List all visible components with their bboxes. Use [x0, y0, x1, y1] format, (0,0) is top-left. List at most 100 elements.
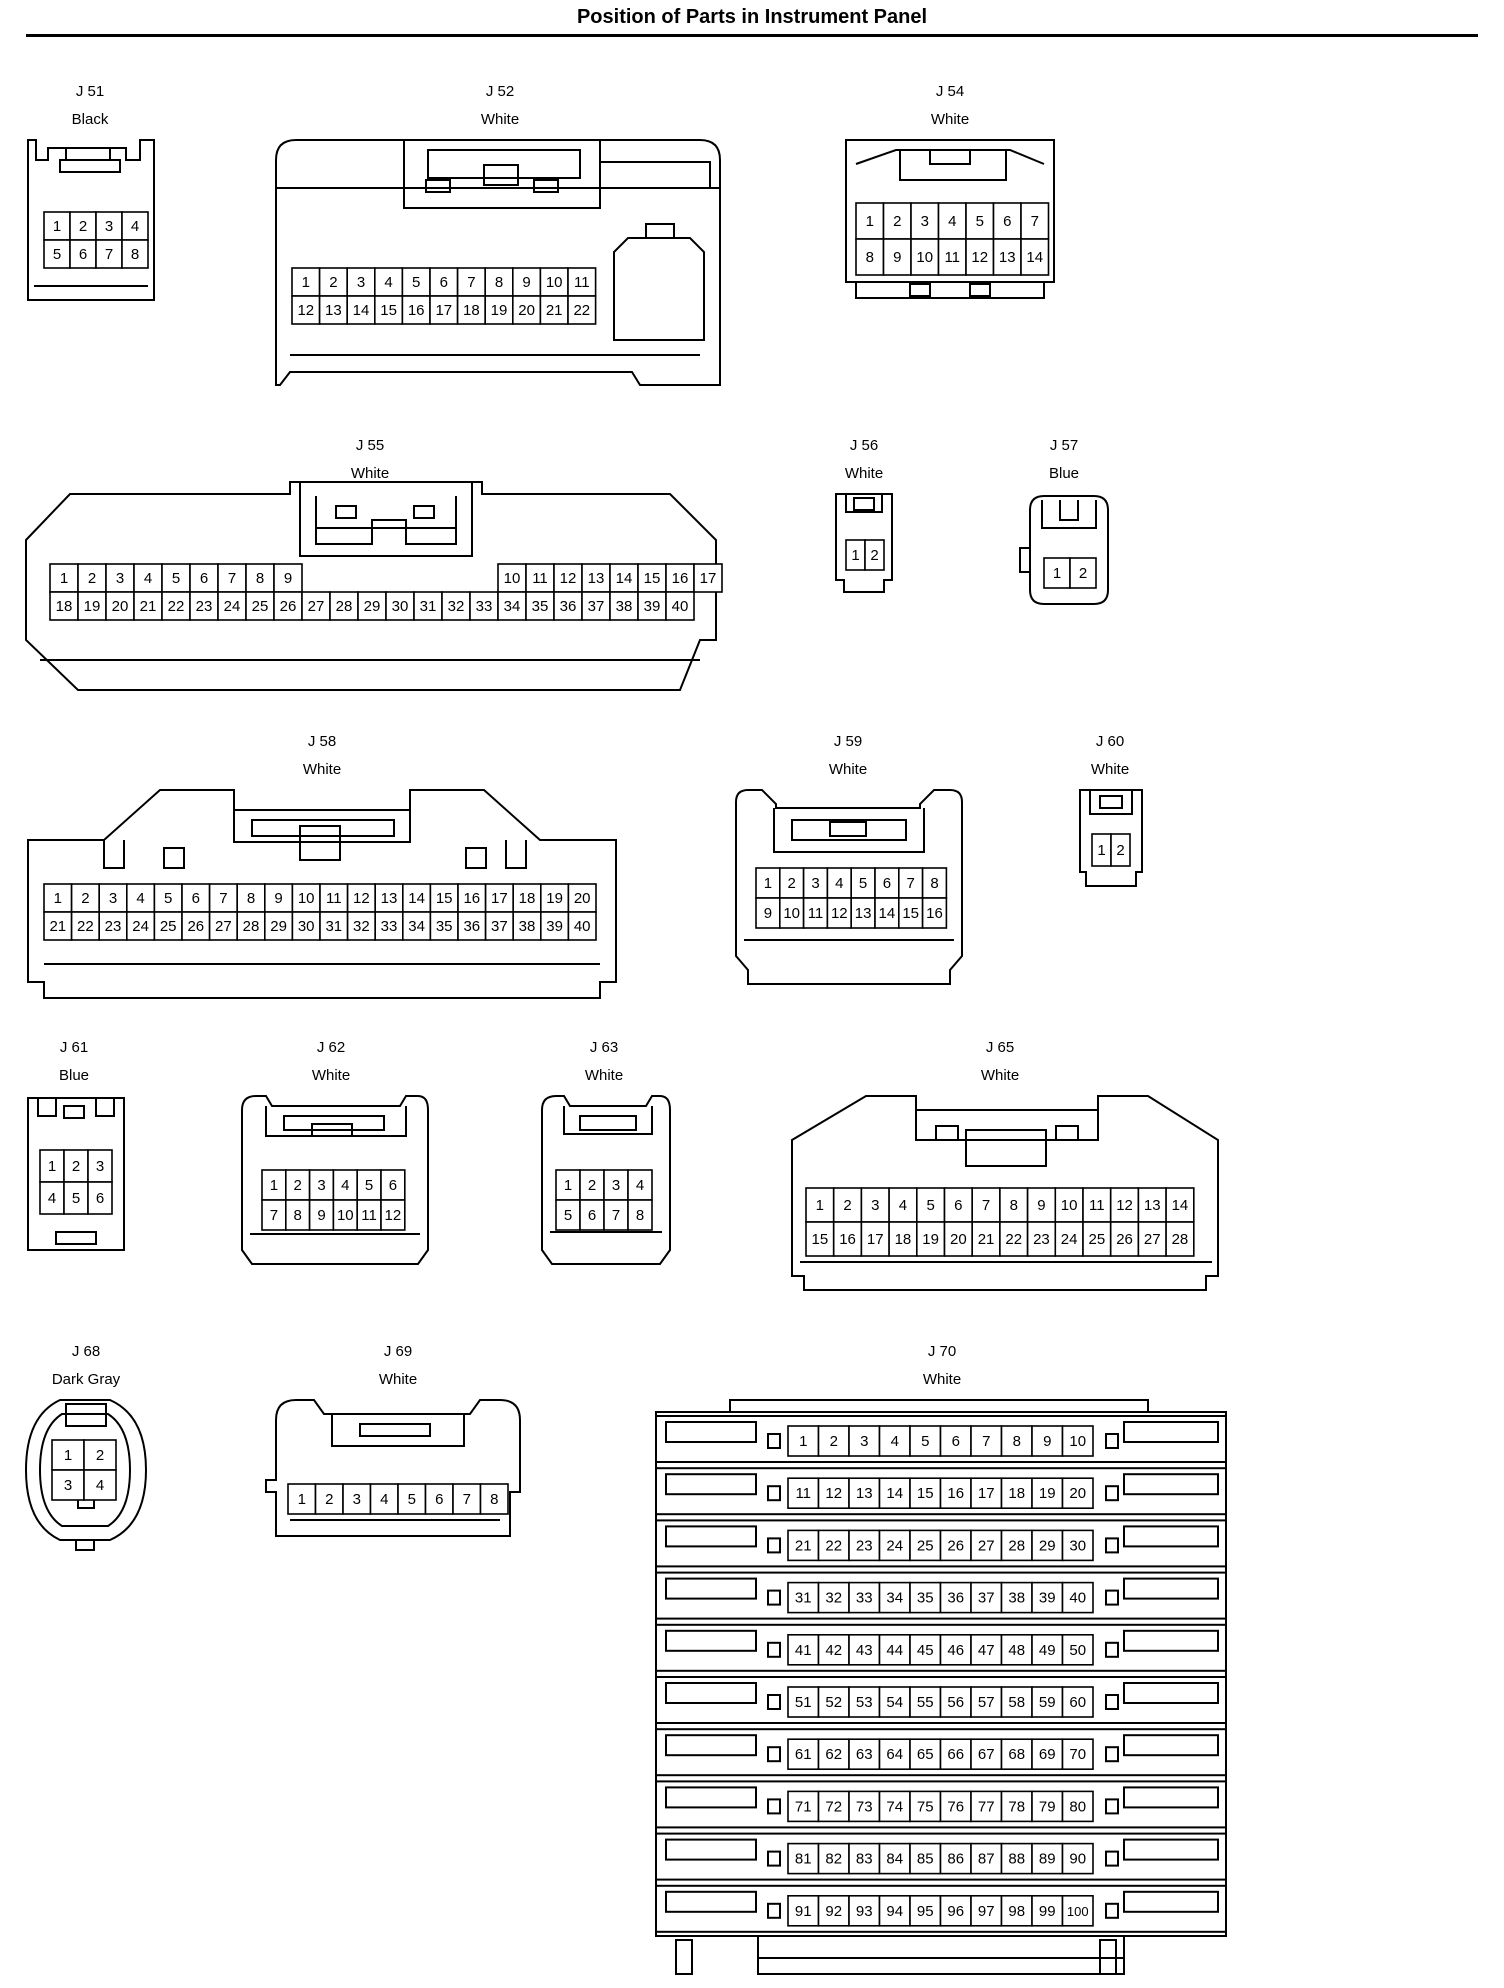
pin-cavity [208, 911, 239, 941]
pin-number: 21 [49, 918, 66, 935]
pin-number: 11 [944, 249, 960, 266]
pin-number: 2 [830, 1433, 838, 1450]
pin-number: 8 [131, 246, 139, 263]
connector-id-j57: J 57 [1050, 437, 1078, 454]
pin-cavity [909, 1425, 942, 1457]
pin-number: 21 [978, 1231, 995, 1248]
pin-number: 14 [1026, 249, 1043, 266]
pin-cavity [992, 238, 1022, 276]
pin-number: 5 [926, 1197, 934, 1214]
pin-cavity [457, 911, 487, 941]
pin-number: 16 [463, 890, 480, 907]
pin-number: 40 [672, 598, 689, 615]
pin-number: 37 [491, 918, 508, 935]
pin-cavity [380, 1199, 406, 1231]
pin-number: 2 [294, 1177, 302, 1194]
pin-cavity [49, 563, 79, 593]
latch-block [1123, 1682, 1219, 1704]
pin-number: 3 [357, 274, 365, 291]
pin-cavity [1109, 1221, 1140, 1257]
pin-cavity [319, 911, 349, 941]
pin-number: 1 [302, 274, 310, 291]
pin-number: 17 [435, 302, 452, 319]
pin-number: 70 [1069, 1746, 1086, 1763]
pin-number: 10 [1069, 1433, 1086, 1450]
pin-number: 10 [504, 570, 521, 587]
pin-cavity [567, 883, 597, 913]
pin-number: 4 [48, 1190, 56, 1207]
pin-cavity [1031, 1425, 1064, 1457]
pin-number: 27 [978, 1537, 995, 1554]
pin-number: 3 [96, 1158, 104, 1175]
connector-color-j60: White [1091, 761, 1129, 778]
pin-number: 1 [54, 890, 62, 907]
pin-number: 14 [886, 1485, 903, 1502]
pin-number: 24 [132, 918, 149, 935]
pin-number: 12 [971, 249, 988, 266]
pin-cavity [497, 591, 527, 621]
guide-slot [767, 1850, 781, 1867]
pin-cavity [1061, 1634, 1094, 1666]
pin-number: 2 [96, 1447, 104, 1464]
pin-cavity [236, 911, 266, 941]
pin-number: 1 [1053, 565, 1061, 582]
pin-number: 35 [436, 918, 453, 935]
pin-number: 4 [131, 218, 139, 235]
pin-cavity [1165, 1221, 1195, 1257]
pin-number: 2 [329, 274, 337, 291]
connector-id-j54: J 54 [936, 83, 964, 100]
pin-number: 4 [891, 1433, 899, 1450]
guide-slot [767, 1589, 781, 1606]
pin-number: 18 [895, 1231, 912, 1248]
pin-number: 8 [1010, 1197, 1018, 1214]
pin-cavity [153, 911, 183, 941]
connector-color-j56: White [845, 465, 883, 482]
pin-number: 100 [1067, 1904, 1089, 1919]
pin-number: 3 [317, 1177, 325, 1194]
pin-number: 8 [930, 875, 938, 892]
pin-cavity [910, 238, 940, 276]
pin-number: 65 [917, 1746, 934, 1763]
pin-number: 7 [228, 570, 236, 587]
pin-number: 4 [899, 1197, 907, 1214]
pin-number: 6 [389, 1177, 397, 1194]
latch-block [1123, 1629, 1219, 1652]
pin-number: 24 [224, 598, 241, 615]
connector-color-j54: White [931, 111, 969, 128]
pin-number: 14 [616, 570, 633, 587]
pin-cavity [1061, 1842, 1094, 1875]
pin-number: 99 [1039, 1903, 1056, 1920]
pin-number: 17 [700, 570, 717, 587]
pin-cavity [805, 1221, 835, 1257]
pin-number: 5 [412, 274, 420, 291]
pin-number: 76 [947, 1798, 964, 1815]
pin-cavity [539, 295, 569, 325]
guide-slot [767, 1485, 781, 1502]
pin-number: 6 [954, 1197, 962, 1214]
pin-number: 26 [280, 598, 297, 615]
connector-id-j59: J 59 [834, 733, 862, 750]
pin-cavity [83, 1469, 117, 1501]
pin-number: 6 [435, 1491, 443, 1508]
pin-number: 28 [243, 918, 260, 935]
pin-number: 4 [136, 890, 144, 907]
pin-number: 14 [408, 890, 425, 907]
pin-number: 22 [825, 1537, 842, 1554]
pin-number: 27 [308, 598, 325, 615]
pin-number: 19 [546, 890, 563, 907]
pin-number: 11 [795, 1485, 811, 1502]
pin-number: 10 [916, 249, 933, 266]
pin-number: 87 [978, 1851, 995, 1868]
pin-cavity [43, 911, 73, 941]
pin-number: 3 [871, 1197, 879, 1214]
pin-cavity [273, 591, 303, 621]
pin-number: 56 [947, 1694, 964, 1711]
pin-cavity [1031, 1738, 1064, 1770]
pin-number: 22 [168, 598, 185, 615]
pin-cavity [1020, 238, 1050, 276]
connector-housing-j62 [241, 1095, 429, 1265]
pin-number: 27 [215, 918, 232, 935]
connector-color-j70: White [923, 1371, 961, 1388]
pin-cavity [63, 1181, 89, 1215]
pin-cavity [909, 1842, 942, 1875]
